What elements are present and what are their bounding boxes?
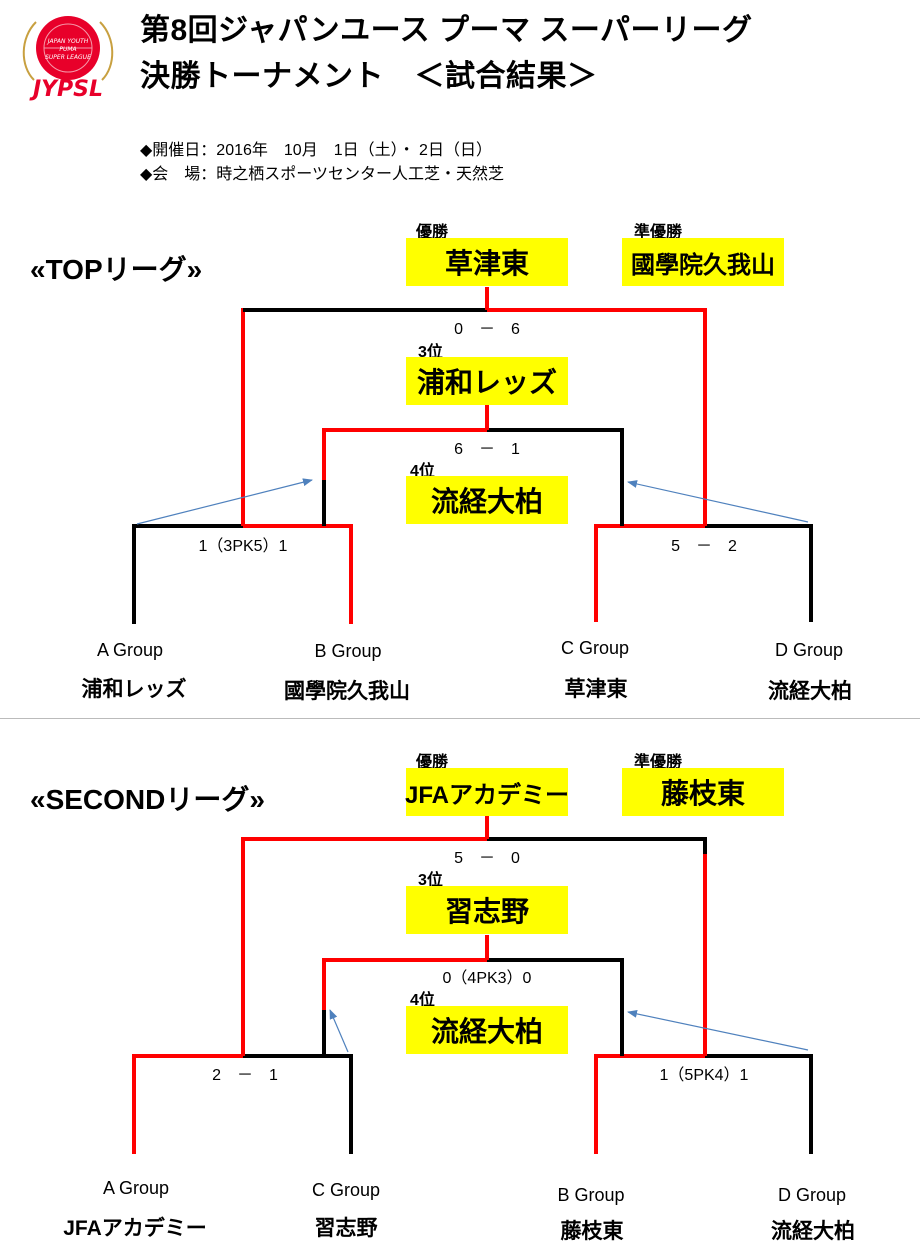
top-group-b: B Group xyxy=(314,641,382,661)
second-third-place-score: 0（4PK3）0 xyxy=(442,970,532,987)
second-arrow-right xyxy=(627,1009,809,1051)
top-fourth-label: 4位 xyxy=(410,463,435,480)
top-league-title: «TOPリーグ» xyxy=(30,254,203,285)
second-line-a xyxy=(132,1054,243,1154)
second-winner-label: 優勝 xyxy=(416,754,449,771)
top-line-3rd-right xyxy=(487,428,624,526)
page-title-line2: 決勝トーナメント ＜試合結果＞ xyxy=(140,60,598,93)
top-line-a xyxy=(132,524,243,624)
second-group-a: A Group xyxy=(102,1178,170,1198)
top-bracket xyxy=(132,287,813,624)
second-team-d: 流経大柏 xyxy=(771,1220,855,1243)
top-line-c xyxy=(594,524,705,622)
second-runnerup-label: 準優勝 xyxy=(634,754,683,771)
second-semi-right-score: 1（5PK4）1 xyxy=(659,1067,749,1084)
second-winner-box: JFAアカデミー xyxy=(405,768,569,816)
second-fourth-box: 流経大柏 xyxy=(406,1006,568,1054)
top-runnerup-box: 國學院久我山 xyxy=(622,238,784,286)
second-team-b: 習志野 xyxy=(314,1217,378,1240)
top-arrow-left xyxy=(136,478,313,525)
top-semi-right-score: 5 － 2 xyxy=(671,538,737,555)
second-arrow-left xyxy=(329,1009,349,1053)
top-team-c: 草津東 xyxy=(564,678,628,701)
second-line-c xyxy=(594,1054,705,1154)
second-runnerup-box: 藤枝東 xyxy=(622,768,784,816)
second-final-score: 5 － 0 xyxy=(454,850,520,867)
second-group-c: B Group xyxy=(557,1185,625,1205)
section-divider xyxy=(0,718,920,719)
second-league-title: «SECONDリーグ» xyxy=(30,784,265,815)
top-arrow-right xyxy=(627,480,809,523)
top-line-b xyxy=(243,524,353,624)
second-third-label: 3位 xyxy=(418,872,443,889)
second-line-final-left xyxy=(241,837,487,1056)
logo: JAPAN YOUTH PUMA SUPER LEAGUE JYPSL xyxy=(14,10,122,102)
top-final-score: 0 － 6 xyxy=(454,321,520,338)
top-runnerup-label: 準優勝 xyxy=(634,224,683,241)
svg-text:PUMA: PUMA xyxy=(59,46,76,53)
second-bracket xyxy=(132,816,813,1154)
second-semi-left-score: 2 － 1 xyxy=(212,1067,278,1084)
top-team-a: 浦和レッズ xyxy=(81,678,187,701)
second-team-a: JFAアカデミー xyxy=(63,1217,207,1240)
top-line-final-right xyxy=(487,308,707,526)
svg-text:JYPSL: JYPSL xyxy=(29,77,103,102)
top-semi-left-score: 1（3PK5）1 xyxy=(198,538,288,555)
svg-text:SUPER LEAGUE: SUPER LEAGUE xyxy=(45,54,91,61)
top-third-box: 浦和レッズ xyxy=(406,357,568,405)
svg-text:JAPAN YOUTH: JAPAN YOUTH xyxy=(47,38,89,45)
second-line-3rd-right xyxy=(487,958,624,1056)
second-group-d: D Group xyxy=(777,1185,847,1205)
laurel-icon xyxy=(22,21,114,81)
event-venue: ◆会 場：時之栖スポーツセンター人工芝・天然芝 xyxy=(140,166,504,183)
second-group-b: C Group xyxy=(311,1180,381,1200)
second-team-c: 藤枝東 xyxy=(560,1220,624,1243)
top-team-d: 流経大柏 xyxy=(768,680,852,703)
top-group-d: D Group xyxy=(774,640,844,660)
top-third-place-score: 6 － 1 xyxy=(454,441,520,458)
top-fourth-box: 流経大柏 xyxy=(406,476,568,524)
second-fourth-label: 4位 xyxy=(410,992,435,1009)
event-date: ◆開催日：2016年 10月 1日（土）・ 2日（日） xyxy=(140,142,492,159)
top-third-label: 3位 xyxy=(418,344,443,361)
top-group-a: A Group xyxy=(96,640,164,660)
top-winner-box: 草津東 xyxy=(406,238,568,286)
page-title-line1: 第8回ジャパンユース プーマ スーパーリーグ xyxy=(140,14,753,47)
top-team-b: 國學院久我山 xyxy=(284,680,410,703)
second-third-box: 習志野 xyxy=(406,886,568,934)
top-winner-label: 優勝 xyxy=(416,224,449,241)
second-line-d xyxy=(705,1054,813,1154)
second-line-b xyxy=(243,1054,353,1154)
top-group-c: C Group xyxy=(560,638,630,658)
top-line-d xyxy=(705,524,813,622)
